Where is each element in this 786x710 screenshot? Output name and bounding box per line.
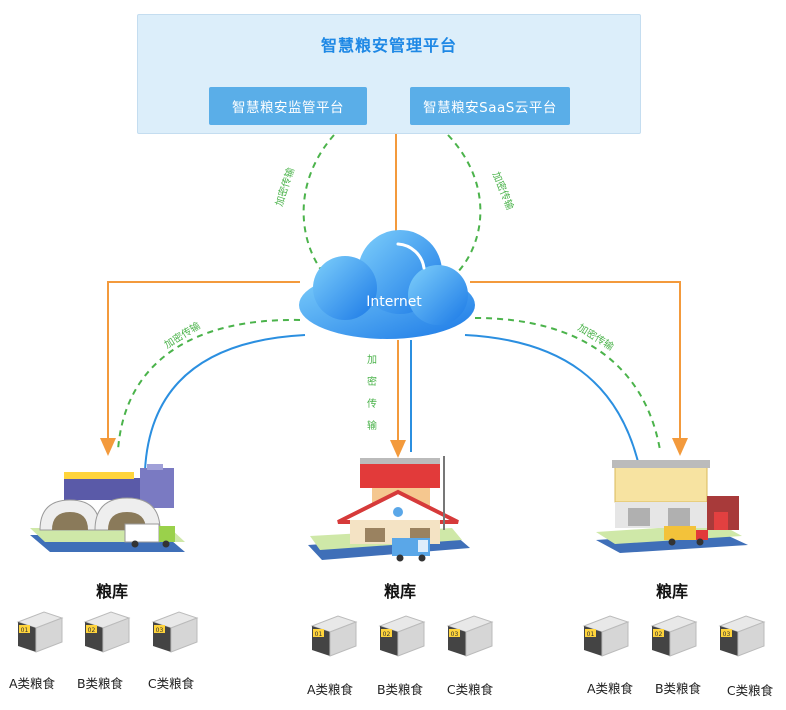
blue-link-right	[464, 334, 641, 471]
encrypted-link-right	[474, 317, 661, 451]
link-cloud-left-warehouse	[100, 281, 300, 456]
warehouse-center-title: 粮库	[383, 582, 416, 601]
encrypted-link-top-left	[302, 134, 335, 276]
supervision-platform-button[interactable]: 智慧粮安监管平台	[209, 87, 367, 125]
grain-label-c-center: C类粮食	[446, 682, 494, 697]
grain-label-b-left: B类粮食	[76, 676, 124, 691]
encrypt-label-top-right: 加密传输	[490, 170, 517, 212]
warehouse-left-title: 粮库	[95, 582, 128, 601]
encrypt-vertical-3: 传	[367, 398, 377, 410]
platform-panel: 智慧粮安管理平台 智慧粮安监管平台 智慧粮安SaaS云平台	[137, 14, 641, 134]
encrypt-vertical-2: 密	[367, 375, 377, 388]
warehouse-right-title: 粮库	[655, 582, 688, 601]
saas-cloud-platform-button[interactable]: 智慧粮安SaaS云平台	[410, 87, 570, 125]
blue-link-left	[144, 334, 306, 471]
link-cloud-right-warehouse	[470, 281, 688, 456]
grain-label-a-right: A类粮食	[586, 681, 634, 696]
encrypt-vertical-4: 输	[367, 419, 377, 432]
internet-cloud-icon	[299, 230, 475, 339]
encrypted-link-top-right	[447, 134, 482, 276]
grain-label-a-center: A类粮食	[306, 682, 354, 697]
grain-label-c-right: C类粮食	[726, 683, 774, 698]
grain-label-b-center: B类粮食	[376, 682, 424, 697]
grain-label-c-left: C类粮食	[147, 676, 195, 691]
encrypt-vertical-1: 加	[367, 354, 377, 366]
warehouse-left-illustration	[30, 464, 185, 552]
encrypt-label-left: 加密传输	[162, 319, 203, 351]
platform-title: 智慧粮安管理平台	[320, 36, 457, 55]
warehouse-center-illustration	[308, 456, 470, 562]
encrypted-link-left	[117, 318, 301, 451]
grain-label-b-right: B类粮食	[654, 681, 702, 696]
encrypt-label-top-left: 加密传输	[272, 166, 297, 208]
cloud-label: Internet	[366, 294, 422, 310]
warehouse-right-illustration	[596, 460, 748, 553]
grain-label-a-left: A类粮食	[8, 676, 56, 691]
